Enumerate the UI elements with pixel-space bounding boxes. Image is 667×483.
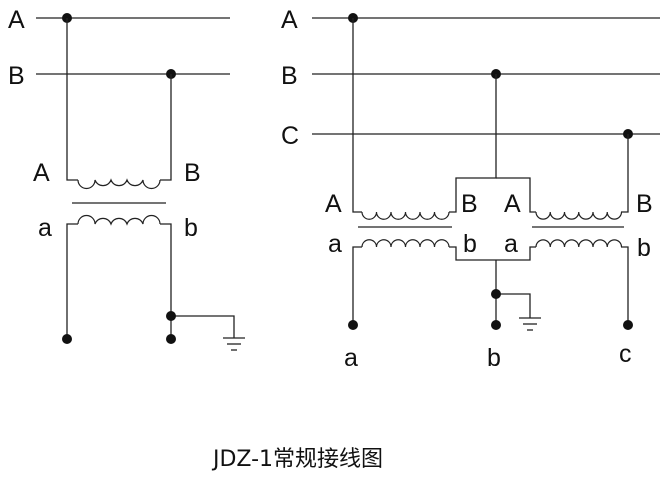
right-t1-secondary-label-a: a <box>328 230 342 258</box>
right-t1-primary-label-b: B <box>461 190 478 218</box>
right-t2-secondary-coil <box>535 239 623 248</box>
right-t2-primary-coil <box>535 211 623 220</box>
right-t1-secondary-label-b: b <box>463 230 477 258</box>
right-t1-primary-label-a: A <box>325 190 342 218</box>
right-output-terminal-b <box>491 320 501 330</box>
right-output-terminal-c <box>623 320 633 330</box>
left-ground-lead <box>171 315 235 338</box>
right-ground-junction-dot <box>491 289 501 299</box>
left-primary-label-b: B <box>184 159 201 187</box>
left-secondary-coil <box>77 214 161 226</box>
right-primary-lead-a <box>352 18 362 213</box>
right-t2-primary-label-b: B <box>636 190 653 218</box>
right-secondary-lead-c <box>621 246 629 325</box>
right-bus-label-c: C <box>281 122 299 150</box>
left-secondary-lead-a <box>66 223 78 339</box>
right-t2-secondary-label-a: a <box>504 230 518 258</box>
right-bus-label-b: B <box>281 62 298 90</box>
right-t1-primary-coil <box>361 211 450 220</box>
left-single-transformer-diagram: A B A B a b <box>8 6 245 351</box>
left-ground-icon <box>223 337 245 351</box>
left-ground-junction-dot <box>166 311 176 321</box>
right-output-label-b: b <box>487 344 501 372</box>
right-t1-secondary-coil <box>361 239 450 248</box>
left-primary-coil <box>77 178 161 190</box>
right-bus-label-a: A <box>281 6 298 34</box>
left-output-terminal-b <box>166 334 176 344</box>
right-ground-icon <box>519 317 541 331</box>
left-secondary-lead-b <box>160 223 172 339</box>
left-secondary-label-a: a <box>38 214 52 242</box>
right-ground-lead <box>496 293 531 318</box>
right-secondary-lead-a <box>352 246 362 325</box>
diagram-caption: JDZ-1常规接线图 <box>211 447 383 472</box>
right-t2-primary-label-a: A <box>504 190 521 218</box>
left-primary-lead-a <box>66 18 78 181</box>
right-vv-transformer-diagram: A B C A B A B a b a b <box>281 6 660 372</box>
right-secondary-lead-b <box>449 246 536 261</box>
left-output-terminal-a <box>62 334 72 344</box>
right-output-label-a: a <box>344 344 358 372</box>
right-primary-lead-b <box>449 74 497 213</box>
right-primary-lead-c <box>621 134 629 213</box>
right-output-label-c: c <box>619 340 632 368</box>
right-output-terminal-a <box>348 320 358 330</box>
right-t2-secondary-label-b: b <box>637 234 651 262</box>
left-primary-lead-b <box>160 74 172 181</box>
left-secondary-label-b: b <box>184 214 198 242</box>
right-primary-lead-b2 <box>496 177 536 213</box>
left-bus-label-b: B <box>8 62 25 90</box>
left-primary-label-a: A <box>33 159 50 187</box>
left-bus-label-a: A <box>8 6 25 34</box>
